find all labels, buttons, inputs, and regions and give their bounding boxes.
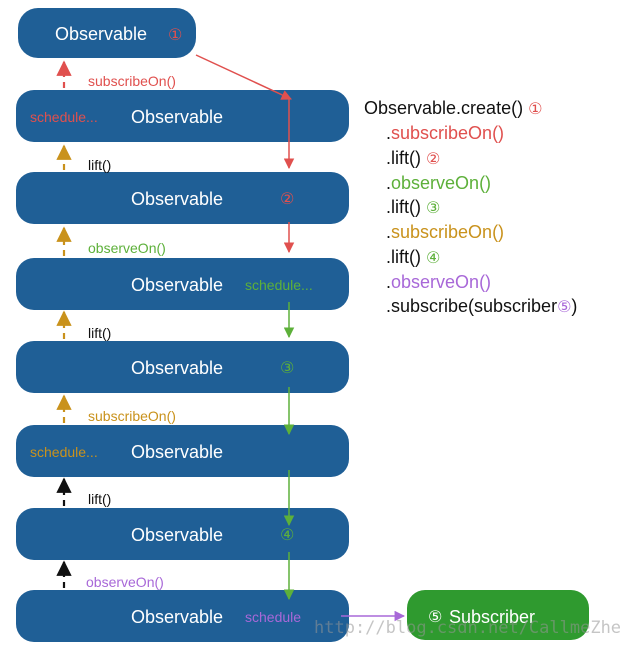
code-line-2: .subscribeOn(): [364, 121, 577, 145]
observable-bar-1: Observable schedule...: [16, 90, 349, 142]
code-token: ④: [426, 247, 441, 267]
code-token: ③: [426, 198, 441, 218]
subscriber-box: ⑤ Subscriber: [407, 590, 589, 640]
code-token: subscribeOn(): [391, 222, 505, 243]
code-token: .lift(): [386, 197, 426, 218]
operator-label-2: lift(): [88, 157, 111, 173]
top-observable-box: Observable ①: [18, 8, 196, 58]
code-line-1: Observable.create() ①: [364, 96, 577, 121]
code-token: observeOn(): [391, 272, 492, 293]
code-token: ①: [528, 99, 543, 118]
observable-bar-5: Observable schedule...: [16, 425, 349, 477]
observable-bar-label: Observable: [131, 189, 223, 209]
code-token: .: [386, 172, 392, 193]
flow-arrows: [56, 54, 406, 622]
observable-bar-3: Observable schedule...: [16, 258, 349, 310]
observable-bar-label: Observable: [131, 607, 223, 627]
top-observable-label: Observable: [55, 24, 147, 44]
subscriber-label: Subscriber: [449, 607, 535, 627]
code-line-8: .observeOn(): [364, 270, 577, 294]
code-token: .lift(): [386, 147, 426, 168]
bar-circled-number: ③: [280, 358, 294, 377]
operator-label-1: subscribeOn(): [88, 73, 176, 89]
code-token: ⑤: [557, 297, 572, 317]
left-scheduler-tag: schedule...: [30, 444, 98, 460]
observable-bar-label: Observable: [131, 107, 223, 127]
watermark: http://blog.csdn.net/CallmeZhe: [314, 618, 622, 638]
right-scheduler-tag: schedule...: [245, 277, 313, 293]
operator-label-7: observeOn(): [86, 574, 164, 590]
subscriber-circled-number: ⑤: [428, 607, 442, 626]
operator-label-5: subscribeOn(): [88, 408, 176, 424]
observable-bar-label: Observable: [131, 525, 223, 545]
operator-label-6: lift(): [88, 491, 111, 507]
operator-label-3: observeOn(): [88, 240, 166, 256]
emit-arrow-diagonal: [195, 54, 292, 100]
code-token: ②: [426, 148, 441, 168]
code-token: .: [386, 272, 392, 293]
observable-bar-label: Observable: [131, 275, 223, 295]
observable-bar-2: Observable ②: [16, 172, 349, 224]
operator-label-4: lift(): [88, 325, 111, 341]
bar-circled-number: ②: [280, 189, 294, 208]
right-scheduler-tag: schedule: [245, 609, 301, 625]
operator-labels: subscribeOn() lift() observeOn() lift() subs…: [86, 73, 176, 590]
observable-bar-4: Observable ③: [16, 341, 349, 393]
code-line-5: .lift() ③: [364, 195, 577, 220]
code-line-4: .observeOn(): [364, 171, 577, 195]
code-token: .subscribe(subscriber: [386, 296, 558, 317]
code-token: subscribeOn(): [391, 123, 505, 144]
top-observable-circled-number: ①: [168, 25, 182, 44]
observable-bar-6: Observable ④: [16, 508, 349, 560]
code-line-3: .lift() ②: [364, 146, 577, 171]
observable-bar-7: Observable schedule: [16, 590, 349, 642]
code-line-7: .lift() ④: [364, 245, 577, 270]
left-scheduler-tag: schedule...: [30, 109, 98, 125]
bar-circled-number: ④: [280, 525, 294, 544]
observable-bar-label: Observable: [131, 358, 223, 378]
code-snippet: Observable.create() ①.subscribeOn().lift…: [364, 96, 577, 320]
code-token: ): [571, 296, 578, 317]
code-token: .: [386, 222, 392, 243]
code-line-9: .subscribe(subscriber⑤): [364, 294, 577, 319]
observable-bar-label: Observable: [131, 442, 223, 462]
code-token: observeOn(): [391, 172, 492, 193]
code-token: .: [386, 123, 392, 144]
code-token: Observable.create(): [364, 98, 529, 118]
code-line-6: .subscribeOn(): [364, 220, 577, 244]
code-token: .lift(): [386, 246, 426, 267]
